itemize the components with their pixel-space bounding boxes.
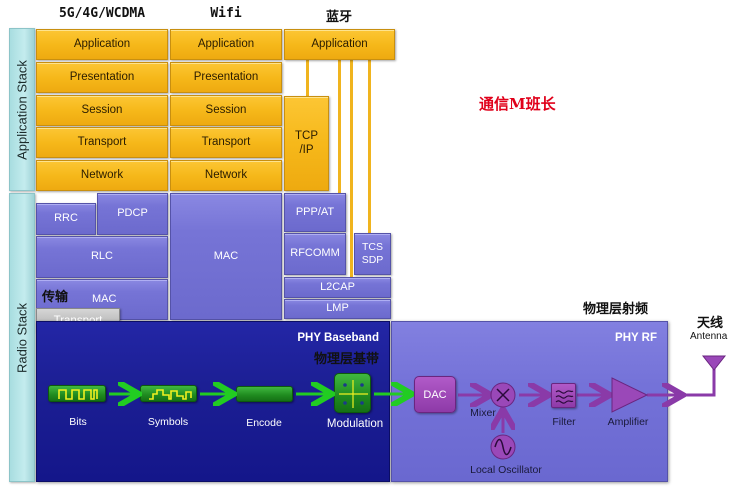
- phy-baseband-title: PHY Baseband: [297, 332, 379, 344]
- column-title-cellular: 5G/4G/WCDMA: [58, 6, 146, 21]
- wifi-presentation-layer: Presentation: [170, 62, 282, 93]
- constellation-icon: [339, 380, 368, 408]
- filter-block: [551, 383, 576, 408]
- cellular-session-layer: Session: [36, 95, 168, 126]
- bt-connector-line: [350, 60, 353, 277]
- tcs-label: TCS: [362, 241, 383, 254]
- mixer-label: Mixer: [470, 407, 496, 419]
- symbols-waveform-icon: [149, 389, 192, 400]
- radio-stack-label: Radio Stack: [9, 193, 35, 482]
- filter-label: Filter: [552, 416, 576, 428]
- phy-rf-cn-title: 物理层射频: [583, 302, 649, 317]
- symbols-block: [140, 385, 197, 402]
- bits-label: Bits: [69, 416, 87, 428]
- bluetooth-application-layer: Application: [284, 29, 395, 60]
- cellular-presentation-layer: Presentation: [36, 62, 168, 93]
- mixer-icon: [490, 382, 516, 408]
- bluetooth-tcpip-layer: TCP /IP: [284, 96, 329, 191]
- bluetooth-rfcomm-layer: RFCOMM: [284, 233, 346, 275]
- symbols-label: Symbols: [147, 416, 189, 428]
- mac-label: MAC: [92, 293, 117, 305]
- wifi-application-layer: Application: [170, 29, 282, 60]
- antenna-icon: [701, 355, 727, 371]
- wifi-mac-layer: MAC: [170, 193, 282, 320]
- encode-block: [236, 386, 293, 402]
- cellular-application-layer: Application: [36, 29, 168, 60]
- bluetooth-ppp-at-layer: PPP/AT: [284, 193, 346, 232]
- application-stack-label: Application Stack: [9, 28, 35, 191]
- modulation-block: [334, 373, 371, 413]
- filter-icon: [555, 390, 574, 404]
- column-title-wifi: Wifi: [210, 6, 242, 21]
- bt-connector-line: [306, 60, 309, 96]
- transport-cn-label: 传输: [42, 290, 69, 305]
- local-oscillator-icon: [490, 434, 516, 460]
- antenna-label: Antenna: [690, 331, 728, 342]
- watermark-text: 通信M班长: [479, 95, 556, 113]
- bluetooth-lmp-layer: LMP: [284, 299, 391, 319]
- bits-waveform-icon: [58, 389, 98, 400]
- amplifier-icon: [611, 377, 649, 413]
- bt-connector-line: [338, 60, 341, 193]
- wifi-network-layer: Network: [170, 160, 282, 191]
- wifi-transport-layer: Transport: [170, 127, 282, 158]
- cellular-rlc-layer: RLC: [36, 236, 168, 278]
- bits-block: [48, 385, 106, 402]
- phy-baseband-cn-title: 物理层基带: [313, 352, 379, 367]
- bluetooth-tcs-sdp-layer: TCS SDP: [354, 233, 391, 275]
- bluetooth-l2cap-layer: L2CAP: [284, 277, 391, 298]
- local-oscillator-label: Local Oscillator: [470, 464, 542, 476]
- sdp-label: SDP: [361, 254, 384, 266]
- bt-connector-line: [368, 60, 371, 234]
- encode-label: Encode: [246, 417, 282, 429]
- cellular-transport-layer: Transport: [36, 127, 168, 158]
- tcpip-label-line2: /IP: [299, 143, 314, 156]
- cellular-pdcp-layer: PDCP: [97, 193, 168, 235]
- antenna-cn-title: 天线: [697, 316, 724, 331]
- tcpip-label-line1: TCP: [295, 129, 318, 142]
- cellular-network-layer: Network: [36, 160, 168, 191]
- wifi-session-layer: Session: [170, 95, 282, 126]
- dac-block: DAC: [414, 376, 456, 413]
- phy-rf-title: PHY RF: [615, 332, 657, 344]
- cellular-rrc-layer: RRC: [36, 203, 96, 235]
- column-title-bluetooth: 蓝牙: [325, 10, 352, 25]
- amplifier-label: Amplifier: [607, 416, 649, 428]
- modulation-label: Modulation: [326, 418, 384, 430]
